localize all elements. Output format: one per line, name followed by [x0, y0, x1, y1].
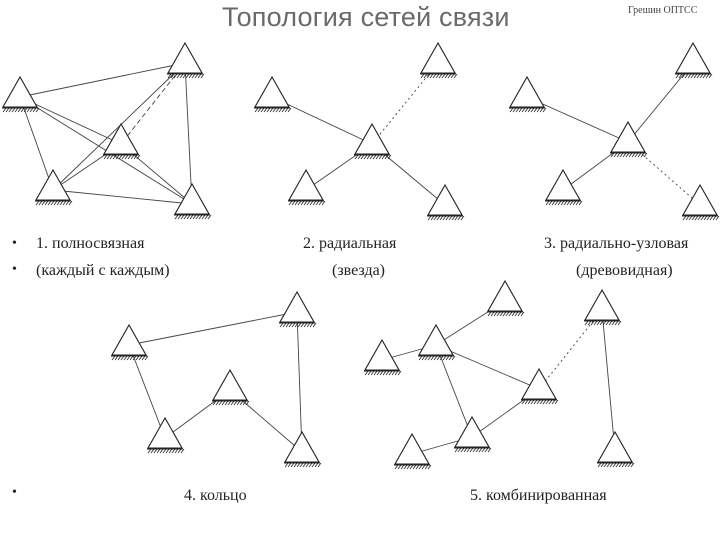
page-title: Топология сетей связи — [222, 2, 510, 32]
full_mesh-node-a — [167, 41, 205, 79]
caption-star: 2. радиальная — [303, 235, 397, 252]
combined-node-b — [584, 288, 622, 326]
caption-tree-note: (древовидная) — [576, 262, 673, 279]
caption-tree: 3. радиально-узловая — [544, 235, 689, 252]
full_mesh-link — [184, 62, 193, 205]
combined-node-e — [521, 367, 559, 405]
caption-ring: 4. кольцо — [184, 487, 247, 504]
tree-link — [627, 62, 694, 143]
ring-link — [296, 311, 303, 453]
tree-node-a — [675, 41, 713, 79]
links-layer — [19, 62, 701, 455]
star-link — [271, 96, 373, 145]
caption-star-note: (звезда) — [332, 262, 386, 279]
nodes-layer — [2, 41, 720, 470]
tree-node-b — [509, 75, 547, 113]
ring-node-b — [111, 323, 149, 361]
tree-link — [627, 141, 701, 206]
combined-node-a — [487, 279, 525, 317]
ring-node-d — [147, 416, 185, 454]
star-node-a — [420, 41, 458, 79]
full_mesh-node-d — [35, 168, 73, 206]
ring-node-a — [279, 290, 317, 328]
combined-link — [601, 309, 616, 453]
star-node-c — [354, 122, 392, 160]
ring-node-c — [212, 368, 250, 406]
combined-node-h — [597, 430, 635, 468]
caption-combined: 5. комбинированная — [470, 487, 607, 504]
caption-full-mesh: 1. полносвязная — [36, 235, 145, 252]
full_mesh-node-b — [2, 75, 40, 113]
author-label: Грешин ОПТСС — [628, 5, 698, 16]
star-node-d — [288, 168, 326, 206]
combined-node-f — [454, 415, 492, 453]
full_mesh-link — [19, 96, 122, 145]
full_mesh-node-e — [174, 182, 212, 220]
bullet-1: • — [12, 236, 17, 251]
tree-node-d — [545, 168, 583, 206]
star-node-e — [427, 183, 465, 221]
tree-link — [526, 96, 629, 143]
caption-full-mesh-note: (каждый с каждым) — [36, 262, 170, 279]
combined-link — [435, 344, 473, 438]
star-node-b — [254, 75, 292, 113]
combined-node-c — [418, 323, 456, 361]
full_mesh-node-c — [103, 122, 141, 160]
tree-node-e — [682, 183, 720, 221]
full_mesh-link — [19, 96, 54, 191]
combined-link — [435, 344, 540, 390]
ring-link — [128, 344, 166, 439]
combined-node-d — [364, 338, 402, 376]
combined-node-g — [394, 432, 432, 470]
tree-node-c — [610, 120, 648, 158]
ring-node-e — [284, 430, 322, 468]
full_mesh-link — [19, 62, 186, 98]
bullet-2: • — [12, 262, 17, 277]
bullet-3: • — [12, 485, 17, 500]
combined-link — [538, 309, 603, 390]
ring-link — [128, 311, 298, 346]
full_mesh-link — [120, 62, 186, 145]
full_mesh-link — [52, 189, 193, 205]
star-link — [371, 62, 439, 145]
